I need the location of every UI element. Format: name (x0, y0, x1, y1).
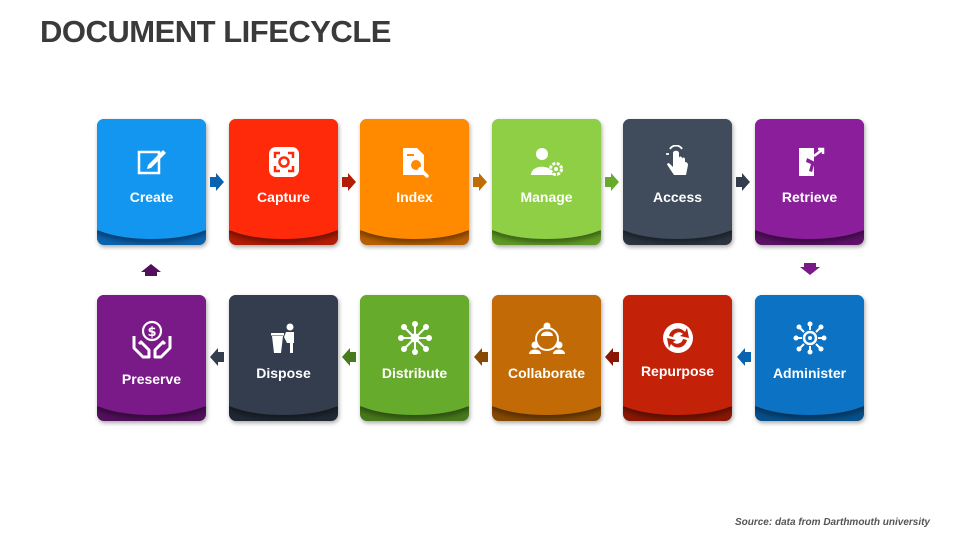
arrow-down-icon (800, 263, 820, 275)
step-label: Create (129, 189, 174, 205)
network-nodes-icon (755, 321, 864, 355)
arrow-right-icon (473, 173, 487, 191)
step-label: Distribute (381, 365, 448, 381)
hands-coin-icon: $ (97, 320, 206, 359)
door-exit-icon (755, 145, 864, 179)
arrow-left-icon (210, 348, 224, 366)
svg-text:$: $ (147, 325, 156, 340)
step-label: Retrieve (781, 189, 838, 205)
scan-capture-icon (229, 145, 338, 179)
arrow-right-icon (605, 173, 619, 191)
step-manage[interactable]: Manage (492, 119, 601, 245)
step-dispose[interactable]: Dispose (229, 295, 338, 421)
step-create[interactable]: Create (97, 119, 206, 245)
step-label: Index (396, 189, 433, 205)
recycle-arrows-icon (623, 321, 732, 355)
step-access[interactable]: Access (623, 119, 732, 245)
step-label: Administer (772, 365, 847, 381)
step-label: Collaborate (507, 365, 585, 381)
page-title: DOCUMENT LIFECYCLE (40, 14, 391, 49)
distribute-hub-icon (360, 321, 469, 355)
arrow-left-icon (474, 348, 488, 366)
touch-hand-icon (623, 145, 732, 179)
arrow-left-icon (342, 348, 356, 366)
arrow-right-icon (342, 173, 356, 191)
step-repurpose[interactable]: Repurpose (623, 295, 732, 421)
step-label: Capture (257, 189, 310, 205)
trash-person-icon (229, 321, 338, 355)
pencil-square-icon (97, 145, 206, 179)
step-collaborate[interactable]: Collaborate (492, 295, 601, 421)
step-index[interactable]: Index (360, 119, 469, 245)
step-label: Manage (520, 189, 573, 205)
team-cycle-icon (492, 321, 601, 355)
arrow-right-icon (210, 173, 224, 191)
step-label: Preserve (121, 371, 182, 387)
step-distribute[interactable]: Distribute (360, 295, 469, 421)
step-preserve[interactable]: $ Preserve (97, 295, 206, 421)
document-search-icon (360, 145, 469, 179)
arrow-right-icon (736, 173, 750, 191)
arrow-left-icon (737, 348, 751, 366)
source-note: Source: data from Darthmouth university (734, 517, 930, 528)
arrow-up-icon (141, 264, 161, 276)
step-label: Dispose (256, 365, 311, 381)
step-label: Access (652, 189, 703, 205)
step-administer[interactable]: Administer (755, 295, 864, 421)
step-label: Repurpose (640, 363, 715, 379)
step-retrieve[interactable]: Retrieve (755, 119, 864, 245)
user-gear-icon (492, 145, 601, 179)
arrow-left-icon (605, 348, 619, 366)
step-capture[interactable]: Capture (229, 119, 338, 245)
